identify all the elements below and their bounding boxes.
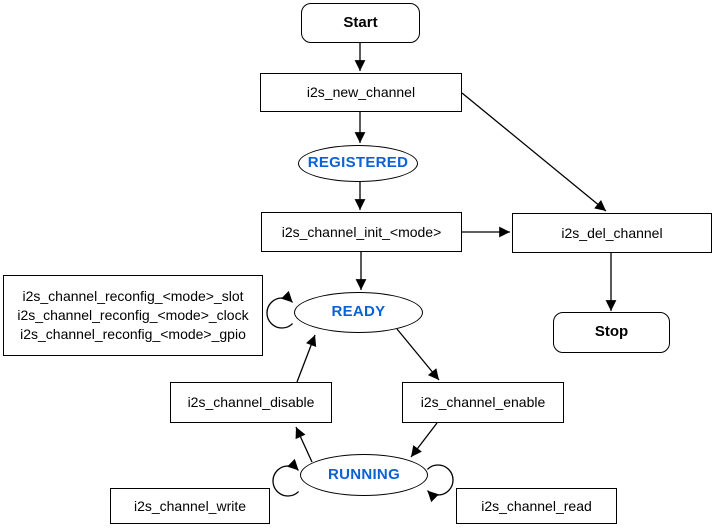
state-registered-label: REGISTERED (307, 154, 409, 172)
node-i2s-channel-write-label: i2s_channel_write (133, 497, 247, 514)
state-running-label: RUNNING (327, 465, 401, 483)
node-start-label: Start (343, 13, 378, 31)
edge-ready-to-enable (396, 328, 440, 381)
node-i2s-channel-enable: i2s_channel_enable (402, 382, 564, 423)
node-i2s-new-channel: i2s_new_channel (260, 73, 462, 112)
node-i2s-del-channel-label: i2s_del_channel (561, 224, 663, 241)
node-i2s-channel-read: i2s_channel_read (456, 488, 617, 524)
node-reconfig-slot-label: i2s_channel_reconfig_<mode>_slot (22, 288, 244, 305)
node-i2s-channel-disable-label: i2s_channel_disable (187, 394, 315, 411)
loop-running-write (272, 458, 300, 497)
node-stop: Stop (553, 312, 670, 353)
loop-ready-reconfig (266, 290, 294, 329)
node-reconfig-group: i2s_channel_reconfig_<mode>_slot i2s_cha… (3, 275, 263, 356)
state-running: RUNNING (300, 454, 428, 496)
node-i2s-del-channel: i2s_del_channel (512, 213, 712, 253)
node-reconfig-gpio-label: i2s_channel_reconfig_<mode>_gpio (20, 325, 246, 342)
state-ready: READY (294, 292, 423, 333)
state-registered: REGISTERED (298, 145, 418, 182)
node-i2s-channel-enable-label: i2s_channel_enable (420, 394, 546, 411)
state-ready-label: READY (331, 303, 386, 321)
node-i2s-channel-disable: i2s_channel_disable (170, 382, 332, 423)
node-i2s-channel-read-label: i2s_channel_read (481, 497, 592, 514)
edge-running-to-disable (295, 426, 313, 463)
loop-running-read (426, 464, 454, 503)
node-i2s-channel-init: i2s_channel_init_<mode> (261, 212, 462, 252)
node-stop-label: Stop (594, 323, 629, 341)
node-start: Start (301, 3, 420, 43)
node-i2s-new-channel-label: i2s_new_channel (306, 84, 416, 101)
node-i2s-channel-init-label: i2s_channel_init_<mode> (281, 223, 442, 240)
node-i2s-channel-write: i2s_channel_write (110, 488, 270, 524)
node-reconfig-clock-label: i2s_channel_reconfig_<mode>_clock (17, 307, 249, 324)
edge-new-channel-to-del-channel (461, 92, 607, 212)
edge-disable-to-ready (296, 334, 317, 383)
edge-enable-to-running (410, 422, 438, 458)
